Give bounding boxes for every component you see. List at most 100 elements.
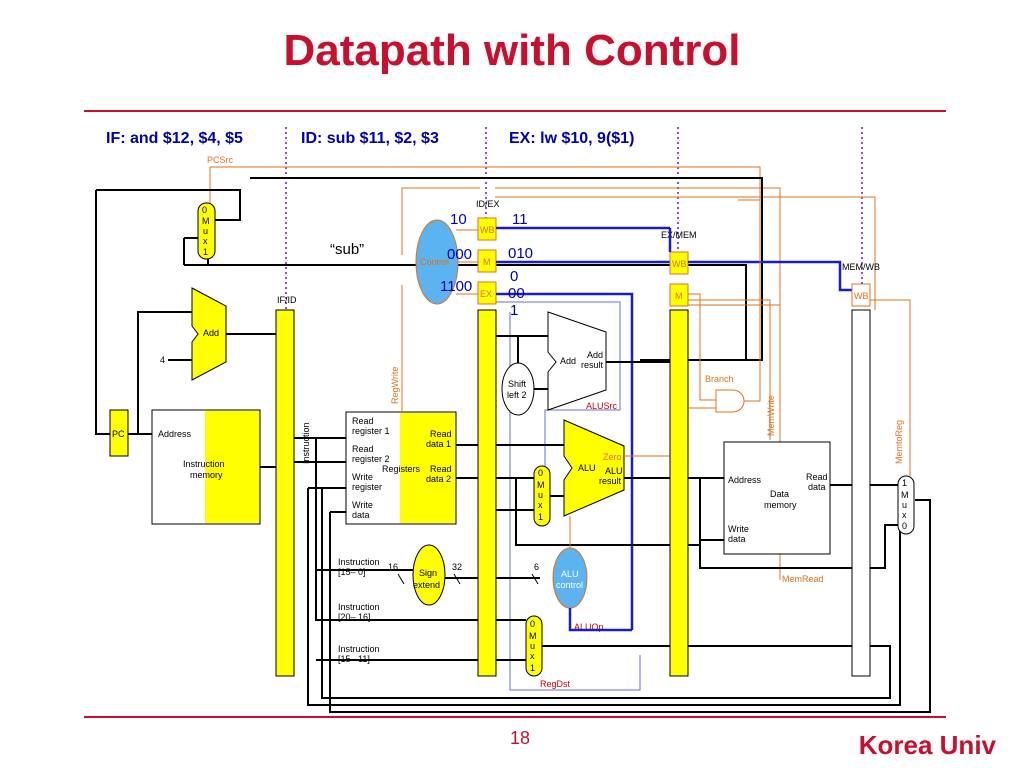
svg-text:Add: Add bbox=[560, 356, 576, 366]
sign-extend-unit bbox=[412, 544, 446, 606]
svg-text:x: x bbox=[203, 236, 208, 246]
svg-text:32: 32 bbox=[452, 562, 462, 572]
svg-text:Instruction: Instruction bbox=[338, 644, 380, 654]
svg-text:x: x bbox=[538, 500, 543, 510]
if-id-register bbox=[275, 309, 295, 677]
svg-text:u: u bbox=[203, 226, 208, 236]
regwrite-label: RegWrite bbox=[390, 367, 400, 404]
svg-text:Read: Read bbox=[352, 444, 374, 454]
ex-ex-value-a: 0 bbox=[510, 268, 518, 285]
svg-text:x: x bbox=[902, 510, 907, 520]
id-ex-label: ID/EX bbox=[476, 199, 500, 209]
svg-text:Address: Address bbox=[728, 475, 762, 485]
id-ex-value: 1100 bbox=[440, 278, 472, 295]
stage-ex-label: EX: lw $10, 9($1) bbox=[509, 130, 634, 147]
alu bbox=[563, 419, 625, 517]
branch-and-gate bbox=[715, 389, 745, 413]
svg-text:register: register bbox=[352, 482, 382, 492]
regdst-label: RegDst bbox=[540, 679, 571, 689]
svg-text:Write: Write bbox=[352, 500, 373, 510]
sub-annotation: “sub” bbox=[330, 241, 364, 258]
svg-text:Registers: Registers bbox=[382, 464, 421, 474]
svg-text:[15– 11]: [15– 11] bbox=[338, 654, 370, 664]
zero-label: Zero bbox=[603, 452, 622, 462]
alusrc-label: ALUSrc bbox=[586, 401, 618, 411]
pc-adder-label: Add bbox=[203, 328, 219, 338]
svg-text:Control: Control bbox=[420, 257, 449, 267]
svg-text:0: 0 bbox=[530, 619, 535, 629]
ex-m-value: 010 bbox=[508, 245, 533, 262]
svg-text:data 2: data 2 bbox=[426, 474, 451, 484]
memwrite-label: MemWrite bbox=[766, 395, 776, 436]
svg-text:0: 0 bbox=[902, 521, 907, 531]
id-m-value: 000 bbox=[447, 246, 472, 263]
ex-mem-register bbox=[669, 309, 689, 677]
svg-text:M: M bbox=[675, 291, 683, 301]
stage-id-label: ID: sub $11, $2, $3 bbox=[301, 130, 439, 147]
memtoreg-label: MemtoReg bbox=[894, 420, 904, 464]
svg-text:left 2: left 2 bbox=[507, 390, 527, 400]
svg-text:Read: Read bbox=[430, 464, 452, 474]
svg-text:u: u bbox=[902, 500, 907, 510]
svg-text:data 1: data 1 bbox=[426, 439, 451, 449]
svg-text:ALU: ALU bbox=[578, 463, 596, 473]
svg-text:data: data bbox=[728, 534, 746, 544]
svg-text:16: 16 bbox=[388, 562, 398, 572]
mem-wb-label: MEM/WB bbox=[842, 262, 880, 272]
shift-left-unit bbox=[501, 362, 535, 416]
svg-text:register 1: register 1 bbox=[352, 426, 390, 436]
svg-text:result: result bbox=[581, 360, 604, 370]
ex-ex-value-b: 00 bbox=[508, 285, 525, 302]
svg-text:Sign: Sign bbox=[419, 568, 437, 578]
ex-ex-value-c: 1 bbox=[510, 302, 518, 319]
svg-text:[15– 0]: [15– 0] bbox=[338, 567, 366, 577]
svg-text:WB: WB bbox=[672, 259, 687, 269]
footer-brand: Korea Univ bbox=[858, 730, 996, 760]
branch-label: Branch bbox=[705, 374, 734, 384]
pc-label: PC bbox=[112, 429, 125, 439]
page-number: 18 bbox=[509, 728, 531, 748]
svg-text:Read: Read bbox=[352, 416, 374, 426]
svg-text:Instruction: Instruction bbox=[183, 459, 225, 469]
svg-text:1: 1 bbox=[902, 478, 907, 488]
svg-text:EX: EX bbox=[480, 289, 492, 299]
slide-title: Datapath with Control bbox=[283, 26, 741, 75]
svg-text:Shift: Shift bbox=[508, 379, 527, 389]
svg-text:WB: WB bbox=[480, 225, 495, 235]
data-memory bbox=[723, 441, 831, 555]
svg-text:ALU: ALU bbox=[605, 466, 623, 476]
svg-text:memory: memory bbox=[190, 470, 223, 480]
svg-text:M: M bbox=[537, 480, 545, 490]
pc-mux[interactable] bbox=[197, 202, 216, 260]
svg-text:extend: extend bbox=[413, 580, 440, 590]
svg-text:1: 1 bbox=[530, 663, 535, 673]
svg-text:1: 1 bbox=[538, 512, 543, 522]
svg-text:u: u bbox=[530, 641, 535, 651]
writeback-mux[interactable] bbox=[897, 475, 915, 535]
svg-text:Data: Data bbox=[770, 489, 789, 499]
svg-text:M: M bbox=[901, 490, 909, 500]
svg-text:M: M bbox=[483, 257, 491, 267]
svg-text:M: M bbox=[202, 216, 210, 226]
svg-text:data: data bbox=[352, 510, 370, 520]
branch-adder bbox=[547, 311, 607, 411]
svg-text:0: 0 bbox=[202, 205, 207, 215]
svg-text:Read: Read bbox=[430, 429, 452, 439]
svg-text:Add: Add bbox=[587, 350, 603, 360]
svg-text:memory: memory bbox=[764, 500, 797, 510]
aluop-label: ALUOp bbox=[574, 622, 604, 632]
id-wb-value: 10 bbox=[450, 211, 467, 228]
svg-text:ALU: ALU bbox=[561, 569, 579, 579]
mem-wb-register bbox=[851, 309, 871, 677]
svg-text:Instruction: Instruction bbox=[338, 602, 380, 612]
svg-text:result: result bbox=[599, 476, 622, 486]
memread-label: MemRead bbox=[782, 574, 824, 584]
svg-text:register 2: register 2 bbox=[352, 454, 390, 464]
svg-text:1: 1 bbox=[203, 247, 208, 257]
svg-text:WB: WB bbox=[854, 291, 869, 301]
svg-text:u: u bbox=[538, 490, 543, 500]
svg-text:x: x bbox=[530, 651, 535, 661]
pcsrc-label: PCSrc bbox=[207, 155, 234, 165]
svg-text:Read: Read bbox=[806, 472, 828, 482]
id-ex-register bbox=[477, 309, 497, 677]
